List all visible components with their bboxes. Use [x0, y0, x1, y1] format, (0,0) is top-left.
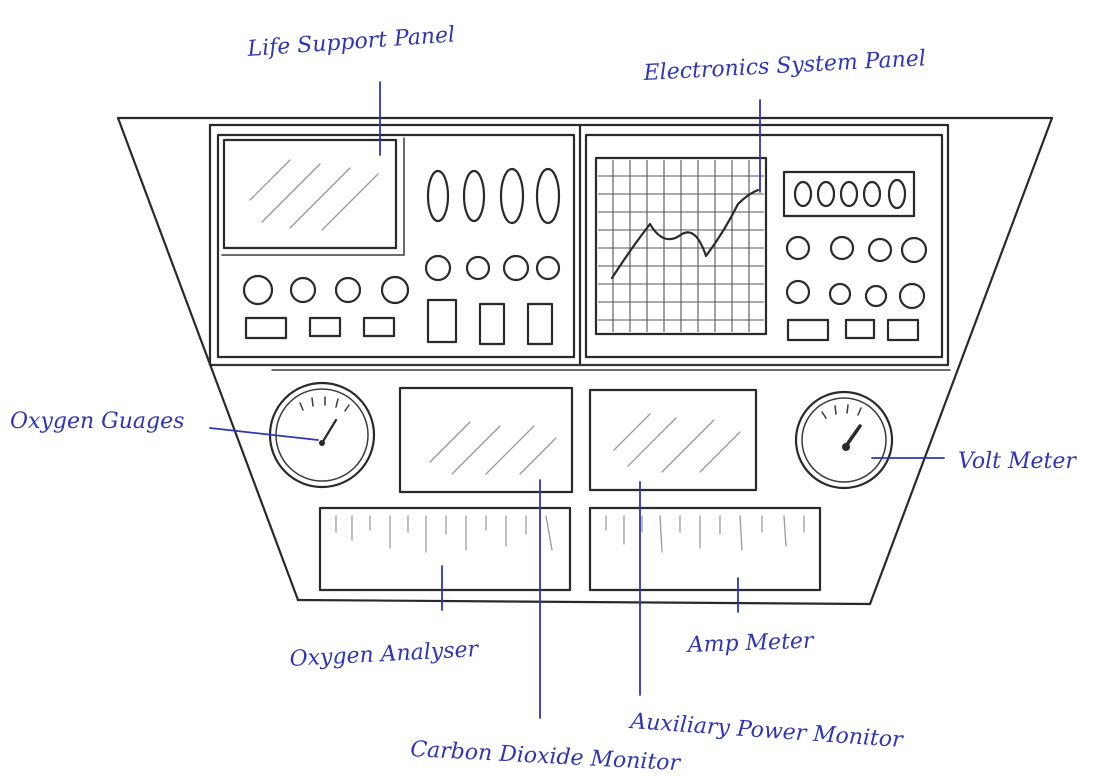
carbon-dioxide-monitor-screen: [400, 388, 572, 492]
leader-oxygen-gauges: [210, 428, 318, 440]
oxygen-analyser-strip: [320, 508, 570, 590]
electronics-switches: [788, 320, 918, 340]
label-electronics-system-panel: Electronics System Panel: [642, 46, 926, 86]
electronics-digit-display: [784, 172, 914, 216]
life-support-digit-display: [428, 169, 559, 223]
life-support-knobs: [244, 256, 559, 304]
amp-meter-strip: [590, 508, 820, 590]
label-life-support-panel: Life Support Panel: [246, 23, 456, 63]
label-volt-meter: Volt Meter: [958, 449, 1077, 474]
volt-meter-dial: [796, 392, 892, 488]
label-amp-meter: Amp Meter: [685, 629, 815, 658]
oxygen-gauge: [270, 383, 374, 487]
life-support-screen-hatch: [250, 160, 378, 230]
oscilloscope-grid: [598, 160, 764, 332]
life-support-screen: [224, 140, 396, 248]
oscilloscope-trace: [612, 190, 758, 278]
electronics-system-panel: [586, 135, 942, 357]
auxiliary-power-monitor-screen: [590, 390, 756, 490]
label-auxiliary-power-monitor: Auxiliary Power Monitor: [628, 709, 905, 753]
life-support-panel: [218, 135, 574, 357]
life-support-switches: [246, 300, 552, 344]
label-oxygen-analyser: Oxygen Analyser: [289, 637, 480, 672]
electronics-knobs: [787, 237, 926, 308]
label-oxygen-gauges: Oxygen Guages: [10, 409, 184, 434]
label-carbon-dioxide-monitor: Carbon Dioxide Monitor: [410, 737, 682, 776]
